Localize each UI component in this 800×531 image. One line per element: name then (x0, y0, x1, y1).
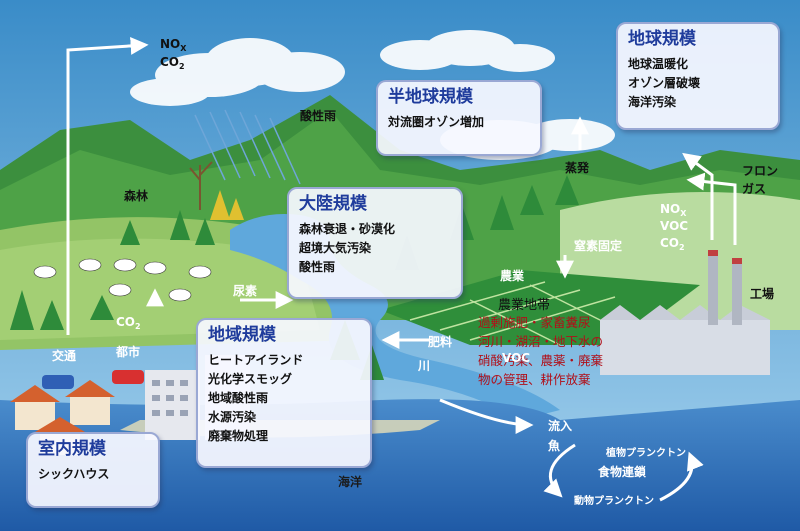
label-forest: 森林 (124, 189, 149, 203)
arrow-inflow (439, 398, 534, 434)
label-nox-top: NOX (160, 37, 187, 53)
trees (10, 161, 579, 380)
agri-zone-text: 農業地帯 過剰施肥・家畜糞尿 河川・湖沼・地下水の 硝酸汚染、農薬・廃棄 物の管… (478, 294, 603, 389)
box-global-item: 地球温暖化 (628, 56, 689, 71)
agri-zone-title: 農業地帯 (498, 298, 551, 313)
box-semi-global-item: 対流圏オゾン増加 (388, 114, 485, 129)
box-global: 地球規模 地球温暖化 オゾン層破壊 海洋汚染 (616, 22, 780, 130)
agri-zone-item: 物の管理、耕作放棄 (478, 372, 591, 387)
box-regional-item: 廃棄物処理 (208, 428, 269, 443)
box-regional-item: 水源汚染 (208, 409, 257, 424)
agri-zone-item: 過剰施肥・家畜糞尿 (478, 315, 591, 330)
box-regional-item: ヒートアイランド (208, 352, 304, 367)
label-freon: フロン (742, 164, 779, 178)
label-agriculture: 農業 (500, 269, 525, 283)
box-regional: 地域規模 ヒートアイランド 光化学スモッグ 地域酸性雨 水源汚染 廃棄物処理 (196, 318, 372, 468)
box-indoor-title: 室内規模 (38, 439, 106, 459)
label-inflow: 流入 (548, 419, 573, 433)
box-global-item: オゾン層破壊 (628, 75, 701, 90)
label-co2-mid: CO2 (116, 315, 141, 331)
label-evaporation: 蒸発 (565, 161, 590, 175)
arrow-freon (682, 152, 714, 240)
label-co2-top: CO2 (160, 55, 185, 71)
label-gas: ガス (742, 182, 767, 196)
label-nox-right: NOX (660, 202, 687, 218)
box-indoor-item: シックハウス (38, 466, 110, 481)
arrow-foodchain-down (543, 443, 576, 498)
label-fertilizer: 肥料 (428, 335, 453, 349)
label-phytoplankton: 植物プランクトン (606, 448, 686, 459)
box-semi-global: 半地球規模 対流圏オゾン増加 (376, 80, 542, 156)
box-regional-item: 地域酸性雨 (208, 390, 269, 405)
label-food-chain: 食物連鎖 (598, 465, 647, 479)
box-regional-title: 地域規模 (208, 325, 276, 345)
cars (42, 370, 144, 389)
clouds (130, 30, 615, 160)
label-voc-right: VOC (660, 219, 689, 233)
acid-rain-streaks (194, 109, 301, 185)
label-ocean: 海洋 (338, 475, 363, 489)
box-regional-item: 光化学スモッグ (208, 371, 293, 386)
label-nitrogen-fixation: 窒素固定 (574, 239, 623, 253)
label-river: 川 (418, 359, 431, 373)
box-continental-item: 森林衰退・砂漠化 (299, 221, 396, 236)
box-global-list: 地球温暖化 オゾン層破壊 海洋汚染 (628, 55, 768, 112)
label-co2-right: CO2 (660, 236, 685, 252)
agri-zone-item: 硝酸汚染、農薬・廃棄 (478, 353, 604, 368)
flow-arrows (66, 36, 737, 502)
label-voc-mid: VOC (502, 351, 531, 365)
arrow-foodchain-up (659, 451, 704, 502)
label-urine: 尿素 (233, 284, 258, 298)
box-global-item: 海洋汚染 (628, 94, 677, 109)
label-zooplankton: 動物プランクトン (574, 496, 654, 507)
arrow-emissions (686, 172, 737, 245)
factory (600, 250, 770, 375)
box-semi-global-title: 半地球規模 (388, 87, 473, 107)
label-city: 都市 (116, 345, 141, 359)
box-continental-item: 酸性雨 (299, 259, 336, 274)
box-continental-item: 超境大気汚染 (299, 240, 372, 255)
label-acid-rain: 酸性雨 (300, 109, 337, 123)
label-factory: 工場 (750, 287, 775, 301)
agri-zone-item: 河川・湖沼・地下水の (478, 334, 604, 349)
label-fish: 魚 (548, 439, 561, 453)
box-indoor: 室内規模 シックハウス (26, 432, 160, 508)
box-continental-title: 大陸規模 (299, 194, 367, 214)
box-continental: 大陸規模 森林衰退・砂漠化 超境大気汚染 酸性雨 (287, 187, 463, 299)
arrow-transport-up (66, 36, 149, 335)
box-global-title: 地球規模 (628, 29, 696, 49)
cows (33, 258, 212, 302)
label-transport: 交通 (52, 349, 77, 363)
